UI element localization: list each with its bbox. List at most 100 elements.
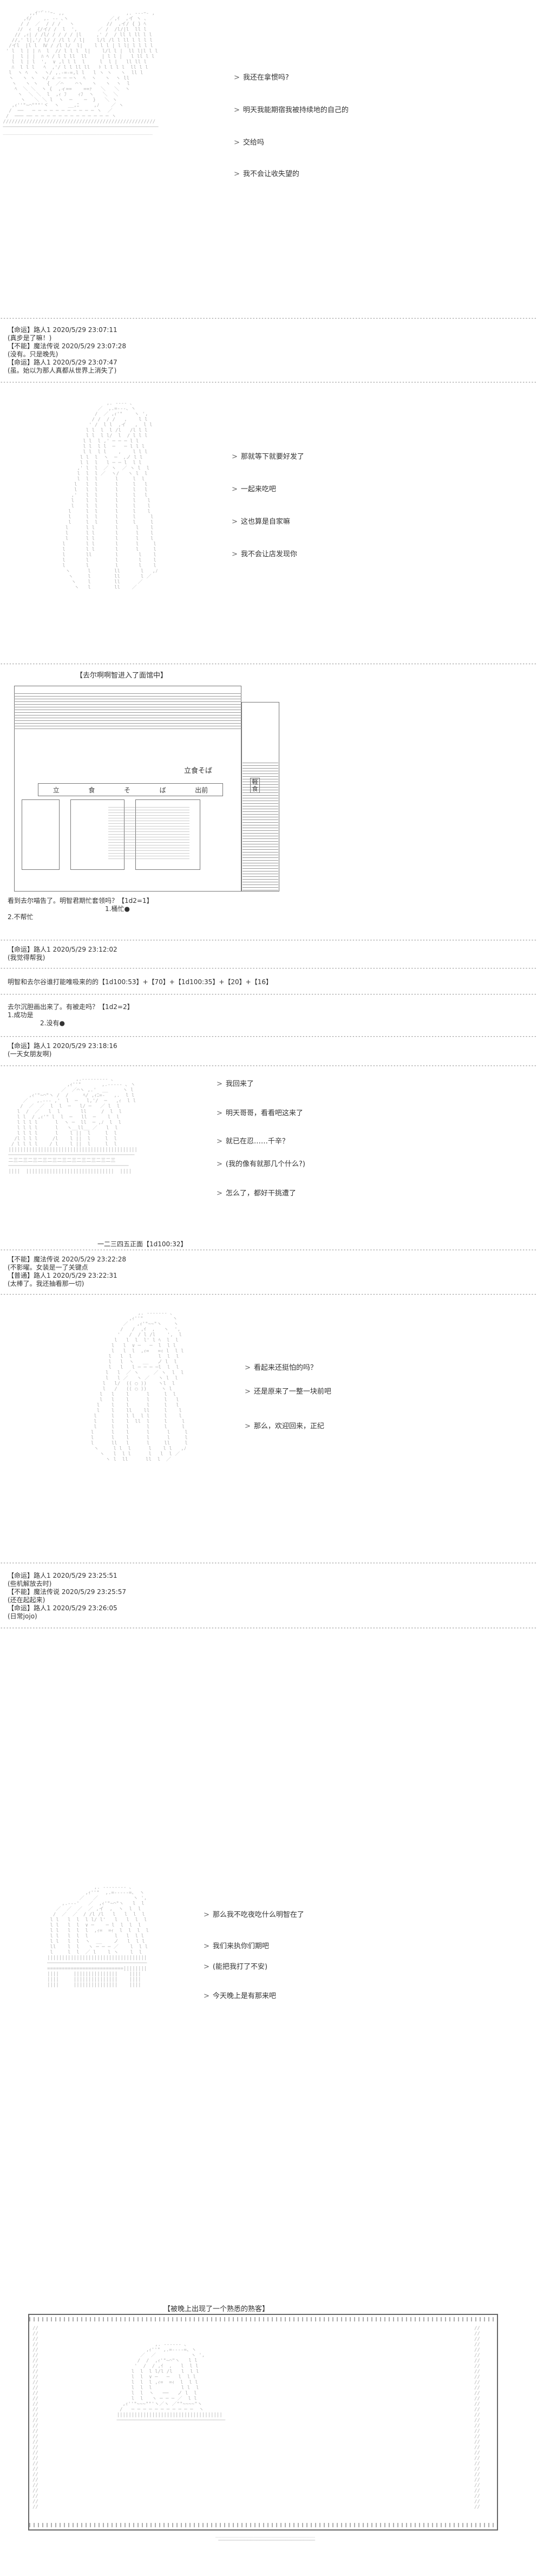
shop-front-sign-3: そ [123,786,130,794]
shop-window-left [22,799,60,870]
dialogue-line: 我不会让店发现你 [232,548,297,558]
side-building-siding [243,762,278,890]
dialogue-line: 那就等下就要好发了 [232,451,304,461]
panel-7: 【被晚上出现了一个熟悉的熟客】 // // // // // // // // … [0,2303,537,2552]
roof-lines [14,691,241,729]
divider: ----------------------------------------… [0,1063,537,1069]
divider: ----------------------------------------… [0,661,537,667]
frame-bottom-edge [29,2523,497,2527]
choice-prompt: 去尔沉胆画出来了。有被走吗？【1d2=2】 [8,1003,134,1011]
comment-log: 【不能】魔法传说 2020/5/29 23:22:28 (不影曜。女装是一了关键… [8,1256,126,1288]
frame-base: __________________________________ ─────… [215,2533,316,2544]
dialogue-line: 怎么了，都好干挑遭了 [217,1187,296,1198]
divider: ----------------------------------------… [0,938,537,943]
shop-front-sign-5: 出前 [195,786,208,794]
ascii-art-long-hair-figure: ,. -‐‐‐ ､ ／ ,.=-‐‐、ヽ / ／ ,ｨ'" ヽ ', / / /… [62,401,158,590]
ascii-art-long-hair-girl: ,. -‐‐‐‐‐- ､ ,ｨ''" ヽ ／ ,ｨ'"~~"ヽ ヽ / / ,ｲ… [90,1311,188,1462]
log-line: 【不能】魔法传说 2020/5/29 23:07:28 [8,342,127,350]
log-line: 【不能】魔法传说 2020/5/29 23:25:57 [8,1588,127,1596]
choice-option: 2.没有● [40,1019,65,1027]
log-line: (日常jojo) [8,1612,37,1620]
frame-right-hatching: // // // // // // // // // // // // // /… [474,2326,480,2510]
dialogue-line: 还是原来了一整一块前吧 [245,1385,331,1396]
dialogue-line: 那么，欢迎回来，正纪 [245,1420,324,1430]
choice-option: 1.成功是 [8,1011,34,1019]
shop-name-sign: 立食そば [184,767,213,775]
panel-2: ,. -‐‐‐ ､ ／ ,.=-‐‐、ヽ / ／ ,ｨ'" ヽ ', / / /… [0,395,537,666]
dialogue-line: 今天晚上是有那来吧 [204,1990,276,2000]
dialogue-line: 我回来了 [217,1078,254,1088]
log-line: (不影曜。女装是一了关键点 [8,1264,88,1271]
scene-caption: 【去尔啊啊智进入了面馆中】 [76,672,168,680]
shop-building [14,686,241,892]
divider: ----------------------------------------… [0,1625,537,1631]
choice-option: 1.桶忙● [105,905,130,913]
divider: ----------------------------------------… [0,966,537,971]
log-line: 【命运】路人1 2020/5/29 23:07:47 [8,359,117,366]
choice-prompt: 看到去尔喵告了。明智君期忙套领吗？【1d2=1】 [8,897,153,905]
divider: ----------------------------------------… [0,1292,537,1297]
shop-front-signs: 立 食 そ ば 出前 [38,783,223,796]
log-line: (没有。只是晚先) [8,350,58,358]
panel-6: ,. -‐‐‐‐‐‐‐ ､ ,ｨ''" ,.=-‐‐‐‐=、 ヽ ／ ／ ヽ '… [0,1879,537,2139]
log-line: (虽。始以为那人真都从世界上消失了) [8,367,117,374]
scene-caption: 【被晚上出现了一个熟悉的熟客】 [163,2305,270,2313]
dialogue-line: 这也算是自家嘛 [232,516,290,526]
log-line: (真步是了嘛！) [8,334,52,342]
shop-front-sign-4: ば [159,786,166,794]
shop-front-sign-2: 食 [88,786,95,794]
dialogue-line: 看起来还挺怕的吗？ [245,1362,317,1372]
choice-block: 去尔沉胆画出来了。有被走吗？【1d2=2】 1.成功是 2.没有● [8,1003,134,1027]
log-line: (一天女朋友啊) [8,1050,52,1058]
choice-block: 看到去尔喵告了。明智君期忙套领吗？【1d2=1】 1.桶忙● 2.不帮忙 [8,897,153,921]
log-line: 【普通】路人1 2020/5/29 23:22:31 [8,1272,117,1279]
divider: ----------------------------------------… [0,380,537,385]
comment-log: 【命运】路人1 2020/5/29 23:18:16 (一天女朋友啊) [8,1042,117,1058]
log-line: (太棒了。我还抽看那一切) [8,1280,84,1287]
log-line: 【命运】路人1 2020/5/29 23:12:02 [8,946,117,953]
shop-front-sign-1: 立 [53,786,60,794]
log-line: (我觉得帮我) [8,954,45,961]
divider: ----------------------------------------… [0,992,537,997]
frame-left-hatching: // // // // // // // // // // // // // /… [32,2326,38,2510]
divider: ----------------------------------------… [0,1034,537,1039]
choice-option: 2.不帮忙 [8,913,34,921]
dialogue-line: (能把我打了不安) [204,1961,267,1971]
log-line: 【命运】路人1 2020/5/29 23:18:16 [8,1042,117,1050]
dialogue-line: 明天哥哥，看看吧这来了 [217,1107,303,1117]
dialogue-line: 就已在忍……千辛？ [217,1135,289,1146]
dialogue-line: 一起来吃吧 [232,483,276,493]
ascii-art-figure-at-table: ,. -‐‐‐‐‐‐‐ ､ ,ｨ''" ,.=-‐‐‐‐=、 ヽ ／ ／ ヽ '… [47,1885,149,1988]
log-line: 【命运】路人1 2020/5/29 23:26:05 [8,1604,117,1612]
dialogue-line: 我不会让收失望的 [234,168,299,178]
frame-top-edge [29,2317,497,2321]
log-line: (些机解放去时) [8,1580,52,1588]
comment-log: 【命运】路人1 2020/5/29 23:12:02 (我觉得帮我) [8,946,117,962]
noren-curtain [108,805,189,859]
roll-line: 明智和去尔谷谁打能唯吸来的的【1d100:53】+【70】+【1d100:35】… [8,978,272,986]
dialogue-line: 明天我能期宿我被持续地的自己的 [234,104,349,114]
divider: ----------------------------------------… [0,1247,537,1253]
panel-4: ,.-‐‐‐‐‐‐‐‐ ､ ,ｨ''" ,.--‐‐‐ ､ ヽ ／ ／⌒ヽ ,.… [0,1071,537,1277]
dialogue-line: (我的像有就那几个什么?) [217,1158,305,1168]
comment-log: 【命运】路人1 2020/5/29 23:25:51 (些机解放去时) 【不能】… [8,1572,126,1621]
divider: ----------------------------------------… [0,1560,537,1566]
log-line: 【命运】路人1 2020/5/29 23:25:51 [8,1572,117,1579]
panel-1: ,,ｲ''ﾞ''ｰ- ,, ,. -‐‐ｰ- , ,ｲ/ ,. -‐ ､ヽ ／,… [0,0,537,325]
side-sign: 軽食 [250,778,260,793]
dialogue-line: 交给吗 [234,136,264,147]
dice-roll-line: 一二三四五正面【1d100:32】 [97,1240,187,1248]
comment-log: 【命运】路人1 2020/5/29 23:07:11 (真步是了嘛！) 【不能】… [8,326,126,375]
dialogue-line: 我还在拿惯吗? [234,71,289,82]
ascii-art-diners: ,. -‐‐‐‐‐ ､ ,ｨ''" ,.=-‐‐‐=、ヽ ／ ／ ヽ ', / … [116,2342,226,2423]
ascii-art-figures-at-counter: ,.-‐‐‐‐‐‐‐‐ ､ ,ｨ''" ,.--‐‐‐ ､ ヽ ／ ／⌒ヽ ,.… [8,1077,137,1174]
log-line: (还在起起来) [8,1596,45,1604]
dialogue-line: 我们来执你们期吧 [204,1940,269,1950]
side-building [241,702,279,892]
ascii-art-figure-pair: ,,ｲ''ﾞ''ｰ- ,, ,. -‐‐ｰ- , ,ｲ/ ,. -‐ ､ヽ ／,… [3,11,159,135]
divider: ----------------------------------------… [0,316,537,321]
log-line: 【命运】路人1 2020/5/29 23:07:11 [8,326,117,334]
panel-5: ,. -‐‐‐‐‐- ､ ,ｨ''" ヽ ／ ,ｨ'"~~"ヽ ヽ / / ,ｲ… [0,1305,537,1565]
log-line: 【不能】魔法传说 2020/5/29 23:22:28 [8,1256,127,1263]
dialogue-line: 那么我不吃夜吃什么明智在了 [204,1909,304,1919]
